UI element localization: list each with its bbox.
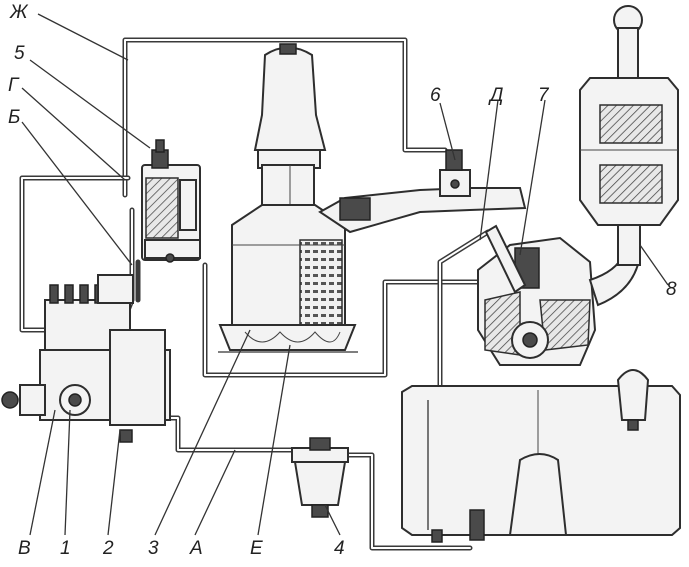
label-2: 2 (103, 538, 114, 559)
label-5: 5 (14, 43, 25, 64)
leader-lines (21, 13, 669, 536)
label-a: А (190, 538, 203, 559)
fuel-tank (401, 369, 681, 543)
label-b: Б (8, 107, 21, 128)
injection-pump (1, 274, 171, 443)
label-v: В (18, 538, 31, 559)
label-d: Д (490, 85, 504, 106)
label-4: 4 (334, 538, 345, 559)
engine-head-7 (477, 224, 642, 366)
injector-6 (439, 149, 471, 197)
label-e: Е (250, 538, 263, 559)
air-cleaner (218, 43, 527, 353)
fine-filter-5 (141, 139, 201, 263)
coarse-filter-4 (291, 437, 349, 518)
label-7: 7 (538, 85, 549, 106)
fuel-lines (19, 37, 498, 551)
label-1: 1 (60, 538, 71, 559)
label-3: 3 (148, 538, 159, 559)
label-zh: Ж (10, 2, 28, 23)
air-filter-8 (579, 5, 679, 266)
label-6: 6 (430, 85, 441, 106)
label-g: Г (8, 75, 19, 96)
label-8: 8 (666, 279, 677, 300)
